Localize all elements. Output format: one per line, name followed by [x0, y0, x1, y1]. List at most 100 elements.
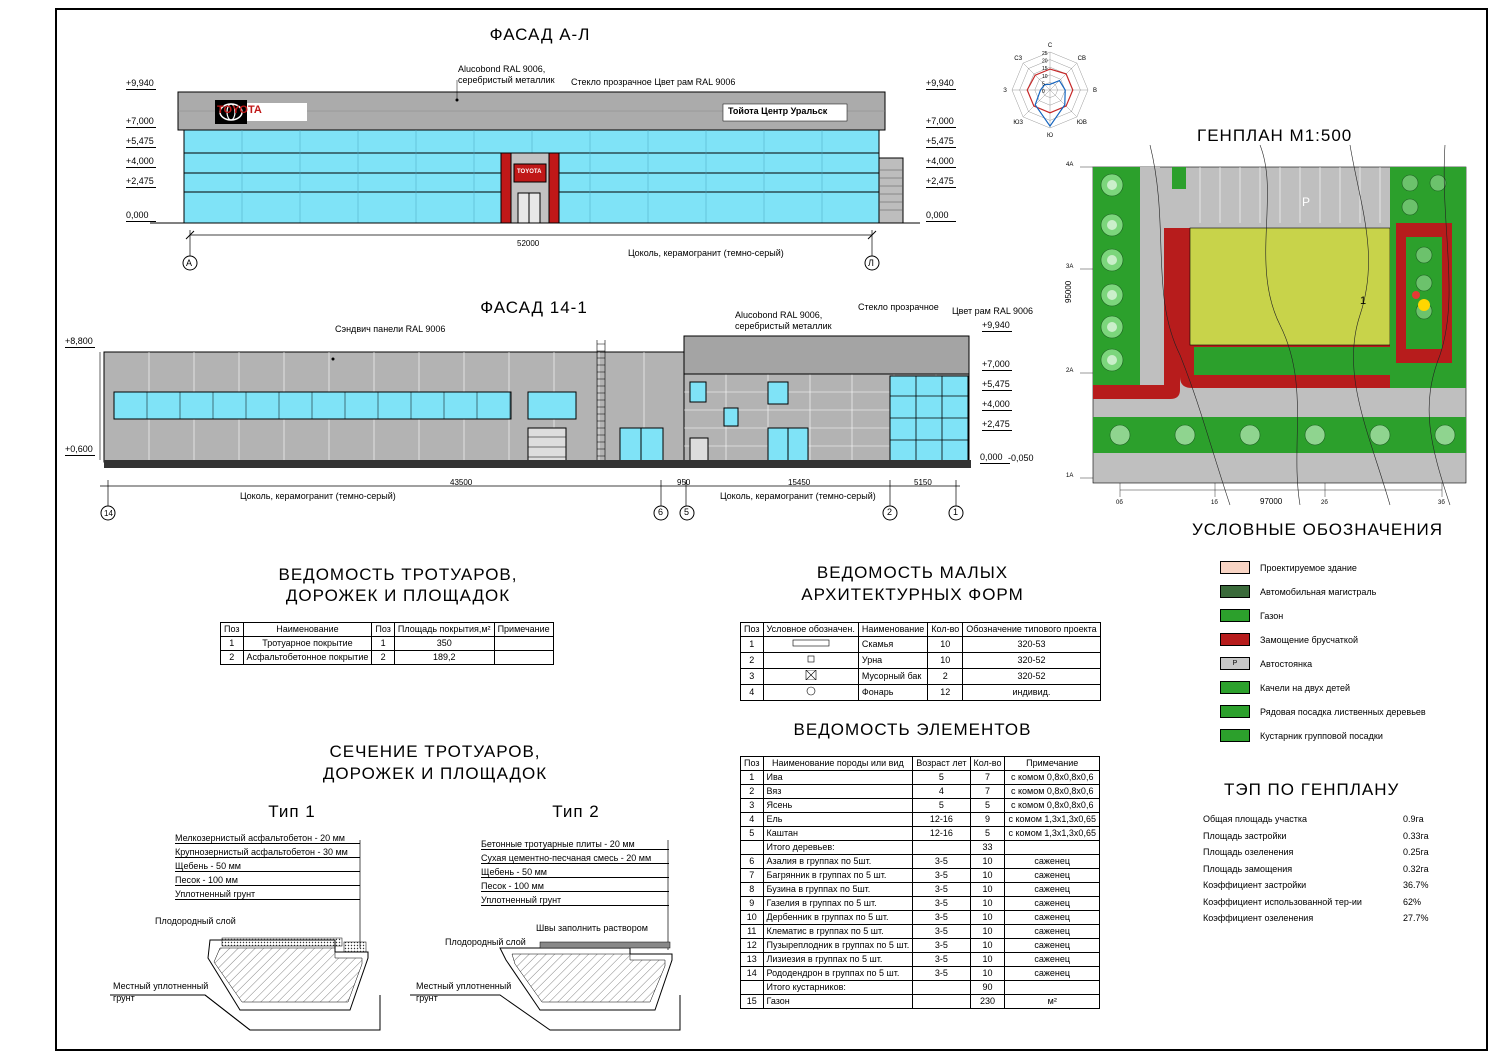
table-cell: 6	[740, 854, 764, 869]
table-cell: 350	[393, 636, 495, 651]
table-cell: индивид.	[962, 684, 1101, 701]
facade-141-level-bottom: +0,600	[65, 444, 95, 456]
type2-title: Тип 2	[552, 802, 600, 821]
table-cell: Вяз	[762, 784, 914, 799]
tep-row-value: 0.32га	[1403, 863, 1429, 874]
type2-fertile-label: Плодородный слой	[445, 937, 526, 947]
table-cell: 5	[740, 826, 764, 841]
table-cell: 10	[969, 854, 1006, 869]
facade-al-level-left: 0,000	[126, 210, 156, 222]
wind-rose-direction-label: З	[1003, 88, 1007, 94]
table-cell: с комом 1,3х1,3х0,65	[1004, 826, 1100, 841]
table-cell: Газон	[762, 994, 914, 1009]
facade-141-note-alucobond-2: серебристый металлик	[735, 321, 832, 331]
facade-al-level-right: +4,000	[926, 156, 956, 168]
table-cell: 320-52	[962, 652, 1101, 669]
table-cell: 14	[740, 966, 764, 981]
table-header-cell: Площадь покрытия,м²	[393, 622, 495, 637]
legend-item: Проектируемое здание	[1220, 561, 1357, 574]
table-row: Итого кустарников:90	[740, 980, 1100, 995]
table-cell: Урна	[857, 652, 929, 669]
table-cell: 12-16	[912, 826, 971, 841]
legend-item: Автомобильная магистраль	[1220, 585, 1376, 598]
table-cell: Азалия в группах по 5шт.	[762, 854, 914, 869]
table-cell	[493, 650, 554, 665]
facade-141-title: ФАСАД 14-1	[480, 298, 588, 317]
axis-label-l: Л	[868, 258, 874, 268]
wind-rose-tick: 20	[1042, 59, 1048, 65]
table-cell	[762, 668, 859, 685]
table-cell: саженец	[1004, 868, 1100, 883]
legend-item-label: Автостоянка	[1260, 658, 1313, 669]
table-cell: 1	[740, 770, 764, 785]
table-cell: 3-5	[912, 854, 971, 869]
genplan-axis-bottom: 2б	[1321, 500, 1328, 506]
entrance-sign-text: TOYOTA	[517, 169, 542, 175]
type1-title: Тип 1	[268, 802, 316, 821]
sheet-frame	[55, 8, 1488, 1051]
table-cell: 3-5	[912, 966, 971, 981]
table-header-cell: Поз	[220, 622, 244, 637]
table-cell: 33	[969, 840, 1006, 855]
legend-item-label: Рядовая посадка лиственных деревьев	[1260, 706, 1426, 717]
facade-141-dim-2: 950	[677, 478, 691, 487]
facade-141-drawing	[99, 335, 971, 521]
facade-141-plinth-2: Цоколь, керамогранит (темно-серый)	[720, 491, 876, 501]
tep-row-label: Площадь замощения	[1203, 863, 1293, 874]
table-cell: саженец	[1004, 854, 1100, 869]
type2-ground-label-2: грунт	[416, 993, 438, 1003]
tep-row-value: 36.7%	[1403, 880, 1429, 890]
table-cell: Рододендрон в группах по 5 шт.	[762, 966, 914, 981]
tep-row-value: 62%	[1403, 896, 1422, 907]
wind-rose-direction-label: ЮЗ	[1013, 120, 1023, 126]
facade-al-level-right: +9,940	[926, 78, 956, 90]
table-cell: Лизиезия в группах по 5 шт.	[762, 952, 914, 967]
facade-141-level-right: +2,475	[982, 419, 1012, 431]
table-cell: 3-5	[912, 868, 971, 883]
table-cell: саженец	[1004, 910, 1100, 925]
facade-141-note-sandwich: Сэндвич панели RAL 9006	[335, 324, 446, 334]
table-cell: 4	[740, 684, 764, 701]
wind-rose-tick: 25	[1042, 51, 1048, 57]
section-layer-label: Песок - 100 мм	[175, 875, 360, 886]
table-cell: 5	[912, 770, 971, 785]
legend-item-label: Проектируемое здание	[1260, 562, 1357, 573]
table-cell	[912, 994, 971, 1009]
facade-al-level-right: 0,000	[926, 210, 956, 222]
legend-swatch	[1220, 729, 1250, 742]
table-cell: 11	[740, 924, 764, 939]
facade-al-note-alucobond-2: серебристый металлик	[458, 75, 555, 85]
table-cell: саженец	[1004, 938, 1100, 953]
table-cell: 2	[927, 668, 964, 685]
tep-row: Площадь замощения 0.32га	[1203, 864, 1443, 874]
legend-swatch	[1220, 705, 1250, 718]
bin-icon	[807, 655, 814, 663]
maf-title-2: АРХИТЕКТУРНЫХ ФОРМ	[801, 585, 1024, 604]
table-header-cell: Кол-во	[927, 622, 964, 637]
table-cell: с комом 1,3х1,3х0,65	[1004, 812, 1100, 827]
wind-rose-direction-label: СВ	[1078, 56, 1086, 62]
tep-row-label: Площадь застройки	[1203, 830, 1287, 841]
elements-title: ВЕДОМОСТЬ ЭЛЕМЕНТОВ	[793, 720, 1032, 739]
facade-al-note-alucobond: Alucobond RAL 9006,	[458, 64, 546, 74]
genplan-axis-left: 2А	[1066, 368, 1074, 374]
table-cell: саженец	[1004, 882, 1100, 897]
legend-swatch	[1220, 609, 1250, 622]
facade-al-title: ФАСАД А-Л	[489, 25, 591, 44]
facade-141-dim-4: 5150	[914, 478, 932, 487]
section-layer-label: Щебень - 50 мм	[175, 861, 360, 872]
